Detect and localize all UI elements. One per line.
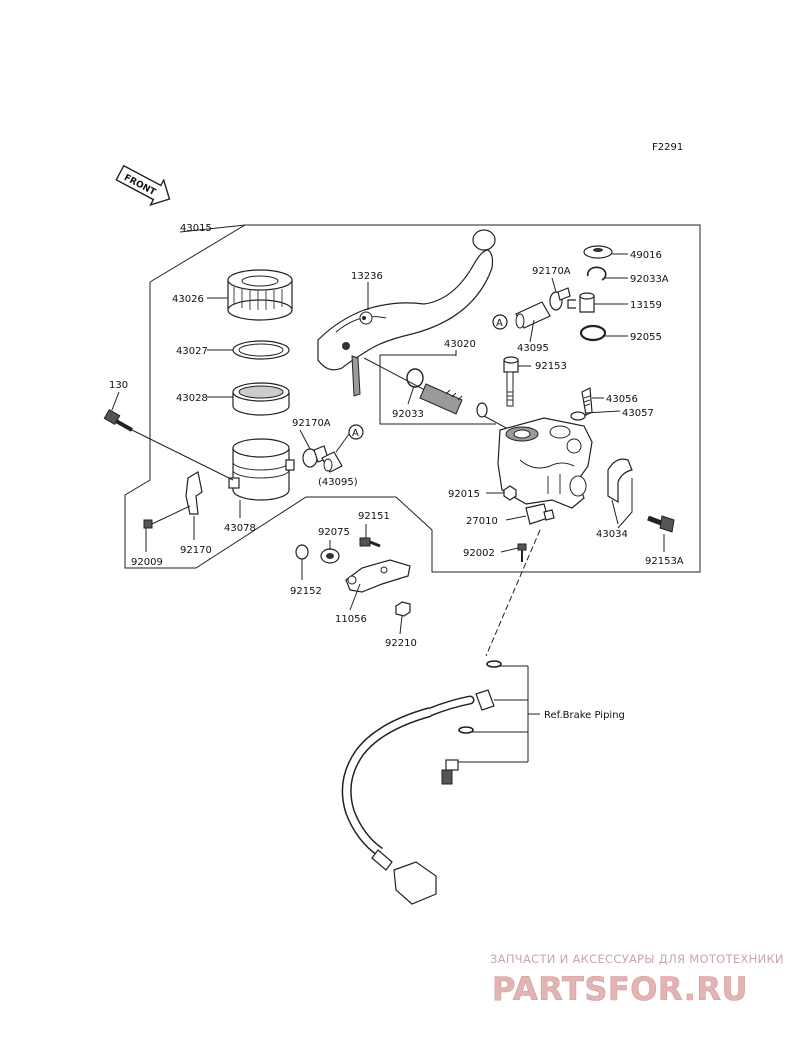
label-43028: 43028 xyxy=(176,393,208,404)
figure-code: F2291 xyxy=(652,142,683,153)
brake-switch-27010 xyxy=(525,503,555,525)
label-92170: 92170 xyxy=(180,545,212,556)
label-92170a-right: 92170A xyxy=(532,266,571,277)
bolt-130 xyxy=(103,408,133,432)
assembly-outline xyxy=(124,224,701,573)
screw-92009 xyxy=(143,505,191,529)
watermark-caption: ЗАПЧАСТИ И АКСЕССУАРЫ ДЛЯ МОТОТЕХНИКИ xyxy=(490,952,784,966)
label-49016: 49016 xyxy=(630,250,662,261)
label-43027: 43027 xyxy=(176,346,208,357)
label-43034: 43034 xyxy=(596,529,628,540)
brake-hose xyxy=(341,529,541,905)
label-92170a-left: 92170A xyxy=(292,418,331,429)
callout-a-right xyxy=(492,314,508,330)
callout-a-right-label: A xyxy=(496,318,503,329)
callout-a-left xyxy=(348,424,364,440)
label-92015: 92015 xyxy=(448,489,480,500)
label-92009: 92009 xyxy=(131,557,163,568)
collar-92075 xyxy=(320,548,340,564)
label-43056: 43056 xyxy=(606,394,638,405)
label-43078: 43078 xyxy=(224,523,256,534)
label-92152: 92152 xyxy=(290,586,322,597)
part-labels: 43015 43026 43027 43028 130 92170A (4309… xyxy=(109,223,684,721)
banjo-bolt xyxy=(441,759,459,785)
watermark-logo-text: PARTSFOR.RU xyxy=(492,970,748,1008)
label-92033: 92033 xyxy=(392,409,424,420)
bolt-92151 xyxy=(359,537,381,548)
label-13159: 13159 xyxy=(630,300,662,311)
piston-assembly xyxy=(406,368,488,418)
label-43095-right: 43095 xyxy=(517,343,549,354)
label-43057: 43057 xyxy=(622,408,654,419)
label-43026: 43026 xyxy=(172,294,204,305)
circlip-92033a xyxy=(586,266,607,281)
bracket-11056 xyxy=(345,559,411,593)
label-43020: 43020 xyxy=(444,339,476,350)
label-11056: 11056 xyxy=(335,614,367,625)
holder-43034 xyxy=(607,458,633,504)
label-92033a: 92033A xyxy=(630,274,669,285)
label-27010: 27010 xyxy=(466,516,498,527)
label-43015: 43015 xyxy=(180,223,212,234)
diaphragm xyxy=(232,382,290,416)
bleeder-cap-43057 xyxy=(570,411,586,421)
label-43095-left: (43095) xyxy=(318,477,358,488)
label-92075: 92075 xyxy=(318,527,350,538)
o-ring-92055 xyxy=(579,324,607,342)
bolt-92153 xyxy=(503,356,519,407)
master-cylinder-body xyxy=(497,417,593,509)
fitting-13159 xyxy=(567,292,595,313)
ref-brake-piping: Ref.Brake Piping xyxy=(544,710,625,721)
nut-92210 xyxy=(395,601,411,617)
hose-clamp-right xyxy=(549,287,571,311)
reservoir-body xyxy=(228,438,295,501)
label-92153: 92153 xyxy=(535,361,567,372)
hose-piece-right xyxy=(515,301,551,329)
washer-92152 xyxy=(295,544,309,560)
label-92055: 92055 xyxy=(630,332,662,343)
nut-92015 xyxy=(503,485,517,501)
brake-lever xyxy=(317,229,496,397)
leader-lines xyxy=(111,253,665,635)
label-92002: 92002 xyxy=(463,548,495,559)
label-13236: 13236 xyxy=(351,271,383,282)
front-arrow-icon: FRONT xyxy=(115,164,171,207)
callout-a-left-label: A xyxy=(352,428,359,439)
bracket-92170 xyxy=(185,471,203,515)
bolt-92153a xyxy=(647,515,675,533)
watermark-logo: PARTSFOR.RU xyxy=(492,970,748,1008)
hose-piece-left xyxy=(321,451,343,473)
label-92210: 92210 xyxy=(385,638,417,649)
hose-clamp-left xyxy=(302,445,329,468)
reservoir-cap xyxy=(227,269,293,321)
label-92153a: 92153A xyxy=(645,556,684,567)
label-92151: 92151 xyxy=(358,511,390,522)
screw-92002 xyxy=(517,543,527,562)
label-130: 130 xyxy=(109,380,128,391)
bleeder-43056 xyxy=(581,387,593,416)
